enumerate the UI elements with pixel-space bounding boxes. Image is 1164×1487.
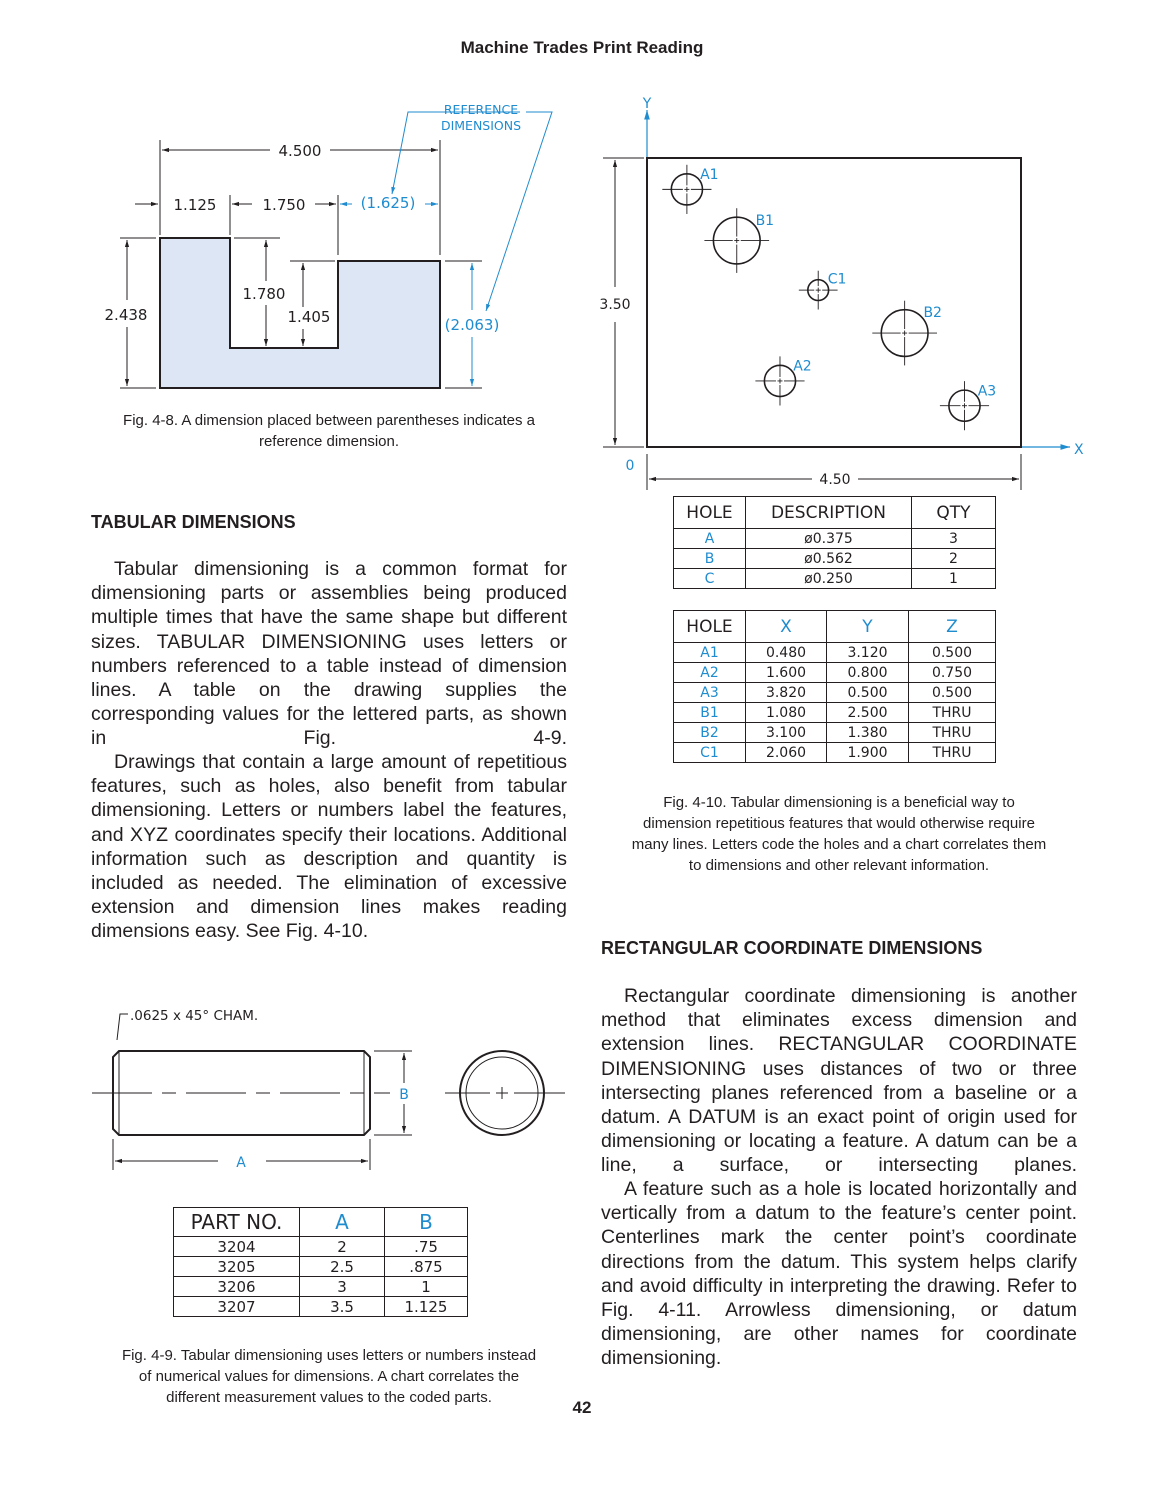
callout-line-2: DIMENSIONS (441, 118, 521, 133)
origin-label: 0 (626, 458, 635, 474)
part-profile (159, 237, 441, 389)
rect-heading: RECTANGULAR COORDINATE DIMENSIONS (601, 938, 983, 958)
tabular-para-2: Drawings that contain a large amount of … (91, 751, 567, 943)
axis-y-label: Y (642, 96, 652, 112)
tabular-heading: TABULAR DIMENSIONS (91, 512, 296, 532)
plate-outline (646, 157, 1022, 448)
dim-height: 2.438 (105, 306, 148, 324)
pin-label-a: A (236, 1155, 246, 1171)
hole-label-a1: A1 (700, 167, 718, 183)
dim-plate-height: 3.50 (599, 297, 630, 313)
fig-4-8-drawing: 4.500 1.125 1.750 (1.625) 2.438 1.780 1.… (105, 102, 553, 389)
dim-middle: 1.750 (263, 196, 306, 214)
dim-right-height-ref: (2.063) (445, 316, 500, 334)
fig-4-8-caption: Fig. 4-8. A dimension placed between par… (123, 412, 535, 450)
dim-slot-depth: 1.780 (243, 285, 286, 303)
hole-label-c1: C1 (828, 272, 847, 288)
fig-4-10-caption: Fig. 4-10. Tabular dimensioning is a ben… (631, 794, 1047, 874)
pin-body (112, 1050, 371, 1136)
tabular-para-1: Tabular dimensioning is a common format … (91, 558, 567, 750)
hole-label-a3: A3 (978, 383, 996, 399)
running-header: Machine Trades Print Reading (460, 38, 704, 57)
rect-para-2: A feature such as a hole is located hori… (601, 1178, 1077, 1370)
fig-4-9-drawing: .0625 x 45° CHAM. B A (92, 1008, 565, 1171)
fig-4-9-caption: Fig. 4-9. Tabular dimensioning uses lett… (121, 1347, 537, 1406)
dim-slot-floor: 1.405 (288, 308, 331, 326)
dim-plate-width: 4.50 (819, 472, 850, 488)
dim-overall: 4.500 (279, 142, 322, 160)
hole-label-b1: B1 (756, 213, 775, 229)
hole-label-a2: A2 (793, 359, 811, 375)
dim-left: 1.125 (174, 196, 217, 214)
pin-label-b: B (399, 1087, 409, 1103)
rect-para-1: Rectangular coordinate dimensioning is a… (601, 985, 1077, 1177)
chamfer-note: .0625 x 45° CHAM. (130, 1008, 258, 1024)
axis-x-label: X (1074, 442, 1084, 458)
page-number: 42 (572, 1398, 592, 1417)
callout-line-1: REFERENCE (444, 102, 518, 117)
dim-right-ref: (1.625) (361, 194, 416, 212)
hole-label-b2: B2 (923, 305, 942, 321)
